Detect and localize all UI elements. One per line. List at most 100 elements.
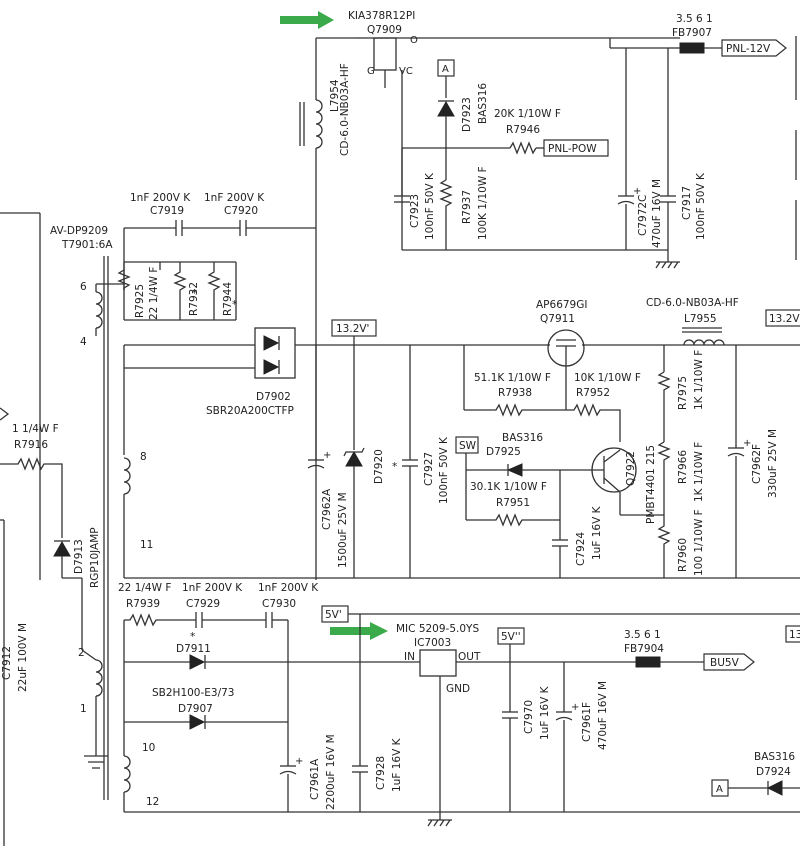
r7944-ref: R7944 bbox=[222, 282, 234, 316]
r7966-val: 1K 1/10W F bbox=[693, 442, 705, 502]
c7961f-val: 470uF 16V M bbox=[597, 681, 609, 750]
c7923-ref: C7923 bbox=[409, 194, 421, 228]
svg-text:A: A bbox=[716, 784, 723, 795]
svg-text:GND: GND bbox=[446, 683, 470, 695]
r7938-val: 51.1K 1/10W F bbox=[474, 372, 551, 384]
svg-text:*: * bbox=[192, 288, 197, 300]
q7909-pin-vc: VC bbox=[399, 66, 413, 77]
c7920-val: 1nF 200V K bbox=[204, 192, 265, 204]
r7946-resistor bbox=[509, 141, 537, 155]
r7925-val: 22 1/4W F bbox=[148, 267, 160, 320]
fb7904-ref: FB7904 bbox=[624, 643, 664, 655]
fb7907-bead bbox=[679, 42, 705, 54]
q7909-pin-o: O bbox=[410, 35, 418, 46]
d7924-part: BAS316 bbox=[754, 751, 795, 763]
c7928-val: 1uF 16V K bbox=[391, 737, 403, 792]
svg-text:5V': 5V' bbox=[325, 609, 342, 621]
c7927-val: 100nF 50V K bbox=[438, 436, 450, 504]
svg-text:IN: IN bbox=[404, 651, 415, 663]
c7962f-ref: C7962F bbox=[751, 444, 763, 484]
winding-2-1 bbox=[95, 659, 103, 697]
d7920-ref: D7920 bbox=[373, 449, 385, 484]
r7925-resistor bbox=[117, 269, 131, 289]
sw-tag bbox=[455, 436, 479, 454]
svg-text:8: 8 bbox=[140, 451, 147, 463]
r7952-ref: R7952 bbox=[576, 387, 610, 399]
q7909-pin-g: G bbox=[367, 66, 375, 77]
c7912-val: 22uF 100V M bbox=[17, 623, 29, 692]
svg-text:13.2V: 13.2V bbox=[769, 313, 800, 325]
ic7003-ref: IC7003 bbox=[414, 637, 451, 649]
c7924-val: 1uF 16V K bbox=[591, 505, 603, 560]
svg-text:+: + bbox=[295, 756, 303, 767]
fb7907-val: 3.5 6 1 bbox=[676, 13, 713, 25]
r7937-resistor bbox=[439, 179, 453, 250]
svg-text:+: + bbox=[633, 186, 641, 197]
r7952-val: 10K 1/10W F bbox=[574, 372, 641, 384]
svg-text:SW: SW bbox=[459, 440, 477, 452]
svg-text:OUT: OUT bbox=[458, 651, 481, 663]
c7919-val: 1nF 200V K bbox=[130, 192, 191, 204]
c7924-ref: C7924 bbox=[575, 532, 587, 566]
d7907-ref: D7907 bbox=[178, 703, 213, 715]
q7922-part: PMBT4401 215 bbox=[645, 445, 657, 524]
r7937-ref: R7937 bbox=[461, 190, 473, 224]
r7925-ref: R7925 bbox=[134, 284, 146, 318]
d7913-part: RGP10JAMP bbox=[89, 527, 101, 588]
fb7904-bead bbox=[635, 656, 661, 668]
svg-text:4: 4 bbox=[80, 336, 87, 348]
svg-text:+: + bbox=[743, 438, 751, 449]
svg-text:12: 12 bbox=[146, 796, 159, 808]
d7902-ref: D7902 bbox=[256, 391, 291, 403]
q7909-body bbox=[373, 37, 397, 71]
r7932-ref: R7932 bbox=[188, 282, 200, 316]
c7917-val: 100nF 50V K bbox=[695, 172, 707, 240]
r7916-val: 1 1/4W F bbox=[12, 423, 59, 435]
d7923-part: BAS316 bbox=[477, 83, 489, 124]
svg-text:5V'': 5V'' bbox=[501, 631, 521, 643]
ic7003-body bbox=[419, 649, 457, 677]
d7911-ref: D7911 bbox=[176, 643, 211, 655]
c7929-ref: C7929 bbox=[186, 598, 220, 610]
d7924-ref: D7924 bbox=[756, 766, 791, 778]
winding-8-11 bbox=[123, 457, 131, 495]
svg-text:13.2V': 13.2V' bbox=[336, 323, 369, 335]
c7930-val: 1nF 200V K bbox=[258, 582, 319, 594]
svg-text:2: 2 bbox=[78, 647, 85, 659]
c7928-ref: C7928 bbox=[375, 756, 387, 790]
c7919-ref: C7919 bbox=[150, 205, 184, 217]
c7917-ref: C7917 bbox=[681, 186, 693, 220]
c7912-ref: C7912 bbox=[1, 646, 13, 680]
r7938-ref: R7938 bbox=[498, 387, 532, 399]
svg-text:10: 10 bbox=[142, 742, 155, 754]
r7916-ref: R7916 bbox=[14, 439, 48, 451]
svg-text:BU5V: BU5V bbox=[710, 657, 740, 669]
r7937-val: 100K 1/10W F bbox=[477, 166, 489, 240]
bu5v-tag bbox=[703, 653, 755, 671]
q7909-regulator bbox=[355, 37, 680, 88]
d7925-part: BAS316 bbox=[502, 432, 543, 444]
svg-text:+: + bbox=[571, 702, 579, 713]
pnl-pow-label: PNL-POW bbox=[548, 143, 597, 155]
winding-10-12 bbox=[123, 755, 131, 793]
t7901-part: AV-DP9209 bbox=[50, 225, 108, 237]
r7966-ref: R7966 bbox=[677, 450, 689, 484]
d7902-body bbox=[254, 327, 296, 379]
ground-top bbox=[655, 261, 680, 269]
l7954-ref: L7954 bbox=[329, 79, 341, 112]
v5-double-prime-tag bbox=[497, 627, 525, 645]
c7972c-val: 470uF 16V M bbox=[651, 179, 663, 248]
fb7904-val: 3.5 6 1 bbox=[624, 629, 661, 641]
r7975-val: 1K 1/10W F bbox=[693, 350, 705, 410]
d7925-ref: D7925 bbox=[486, 446, 521, 458]
v132-right-tag bbox=[765, 309, 800, 327]
c7962a-ref: C7962A bbox=[321, 488, 333, 530]
l7955-ref: L7955 bbox=[684, 313, 717, 325]
pnl12v-tag bbox=[721, 39, 787, 57]
svg-text:6: 6 bbox=[80, 281, 87, 293]
c7920-ref: C7920 bbox=[224, 205, 258, 217]
q7909-ref: Q7909 bbox=[367, 24, 402, 36]
c7930-ref: C7930 bbox=[262, 598, 296, 610]
svg-text:11: 11 bbox=[140, 539, 153, 551]
